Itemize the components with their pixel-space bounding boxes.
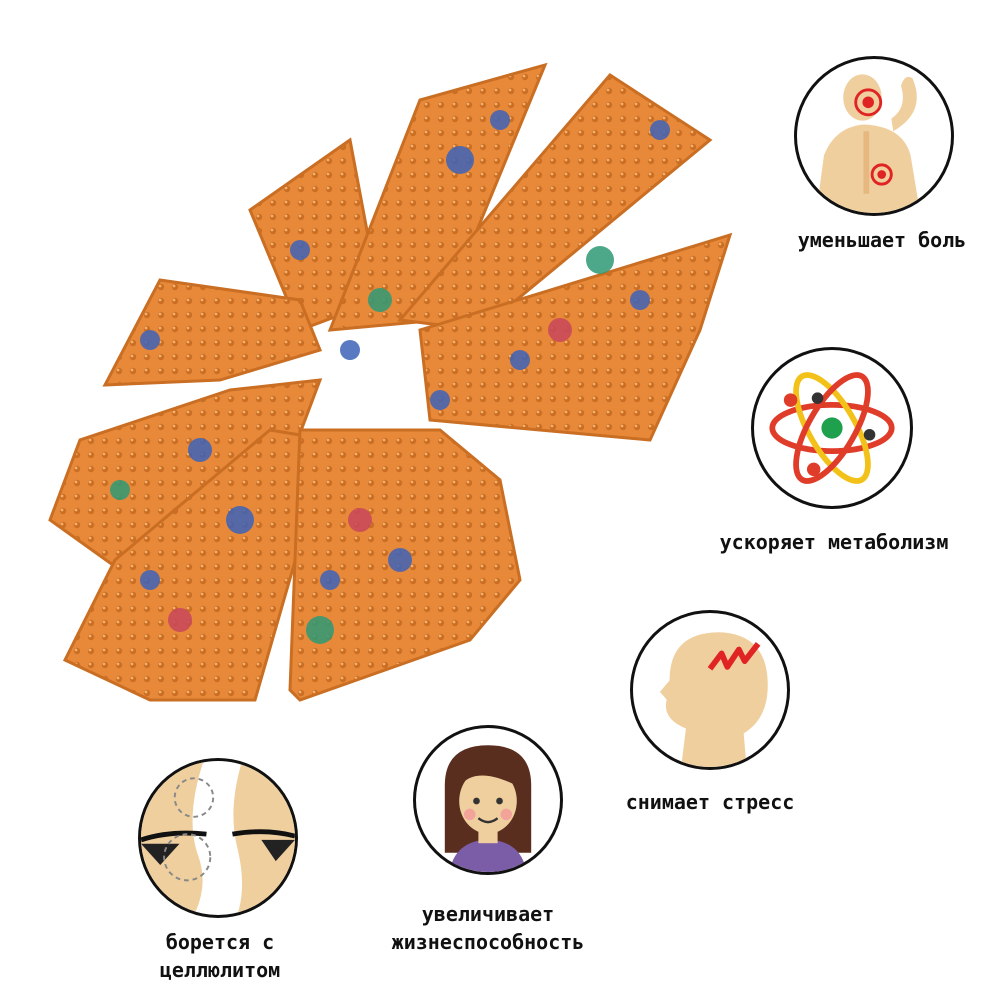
mat-colored-spikes — [110, 110, 670, 644]
atom-icon — [769, 372, 895, 484]
benefit-cellulite-label: борется с целлюлитом — [159, 930, 281, 982]
mat-petal-left — [102, 278, 323, 387]
head-stress-icon — [659, 632, 768, 767]
benefit-metabolism-badge — [751, 347, 913, 509]
benefit-stress-label: снимает стресс — [625, 790, 795, 814]
benefit-vitality-badge — [413, 725, 563, 875]
benefit-cellulite-badge — [138, 758, 298, 918]
benefit-pain-badge — [794, 56, 954, 216]
woman-face-icon — [444, 745, 532, 872]
benefit-pain-label: уменьшает боль — [797, 228, 967, 252]
mat-petal-top — [327, 62, 548, 332]
legs-cellulite-icon — [141, 761, 295, 915]
benefit-metabolism-label: ускоряет метаболизм — [719, 530, 949, 554]
mat-petal-right — [418, 232, 733, 442]
benefit-stress-badge — [630, 610, 790, 770]
back-pain-icon — [816, 74, 921, 213]
benefit-vitality-label: увеличивает жизнеспособность — [391, 902, 585, 954]
